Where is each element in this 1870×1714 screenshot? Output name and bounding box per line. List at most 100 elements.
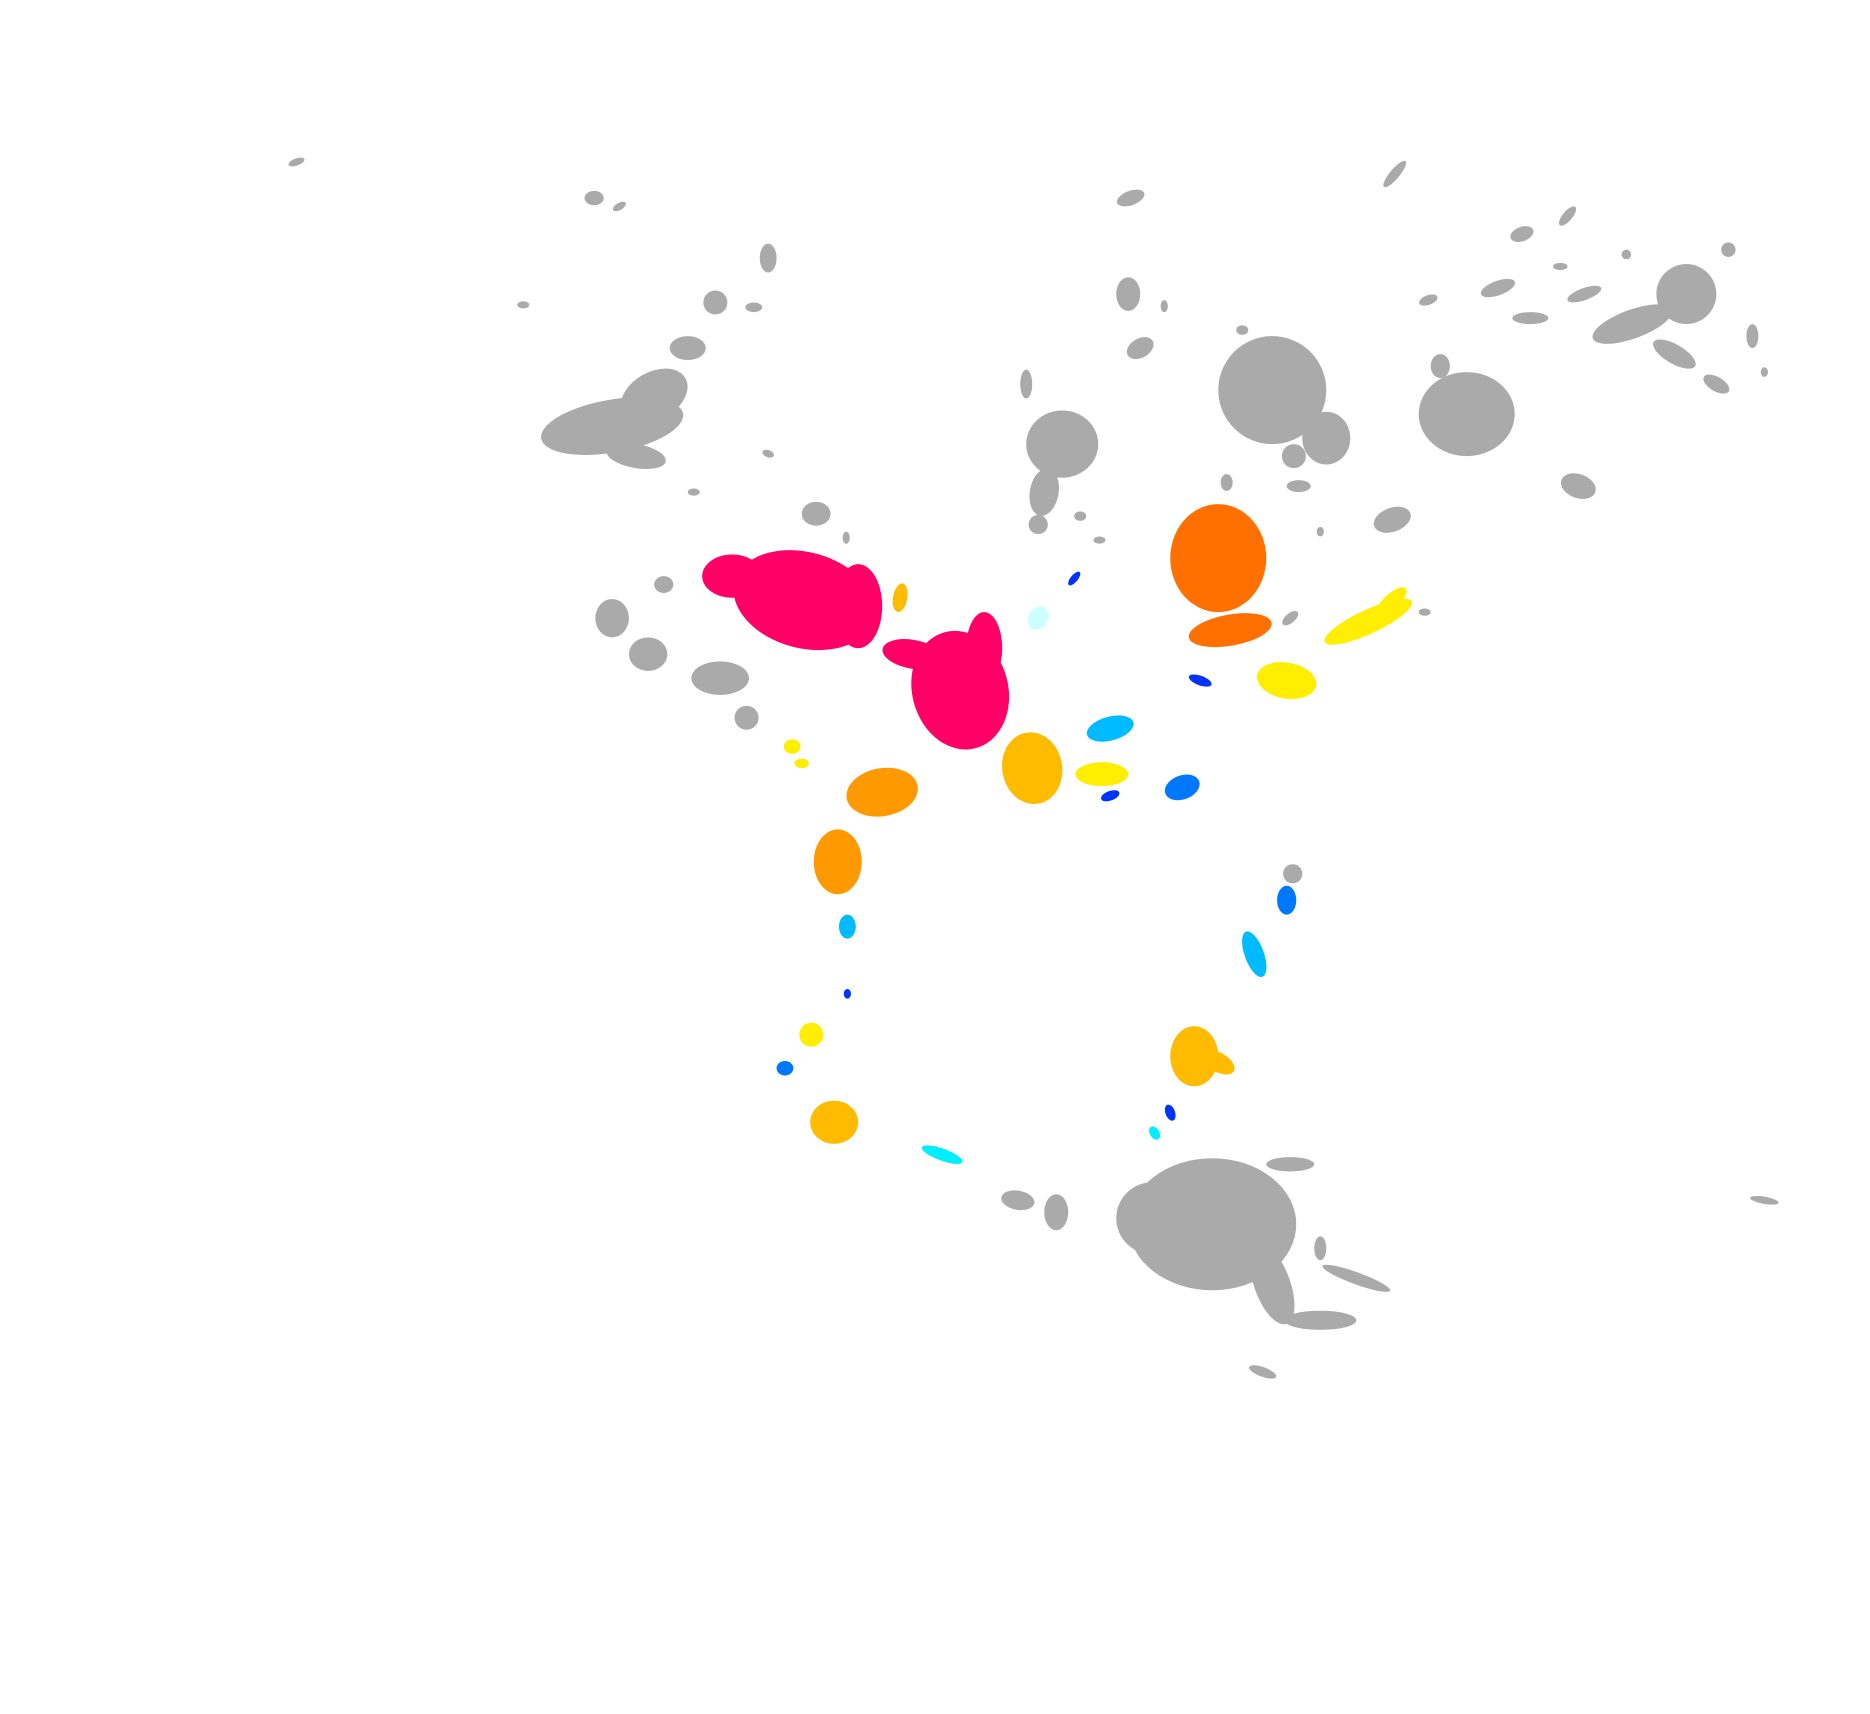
island-base <box>606 443 666 470</box>
island-base <box>1249 1365 1277 1379</box>
island-base <box>1001 1190 1035 1211</box>
island-base <box>1322 1264 1391 1292</box>
island-base <box>584 190 604 206</box>
island-base <box>745 302 763 313</box>
island-highlight-yellow <box>1377 587 1407 613</box>
island-base <box>1746 324 1759 349</box>
island-base <box>762 449 774 458</box>
island-base <box>691 661 749 695</box>
island-base <box>620 368 688 424</box>
island-highlight-orange <box>813 829 862 895</box>
island-highlight-cyan <box>921 1145 963 1164</box>
island-base <box>669 336 706 361</box>
island-highlight-blue <box>843 989 851 999</box>
island-base <box>595 598 629 638</box>
island-base <box>1430 354 1450 379</box>
island-base <box>1510 226 1534 242</box>
island-highlight-crimson <box>966 612 1003 685</box>
island-base <box>1721 242 1736 257</box>
island-highlight-azure <box>1277 885 1297 915</box>
island-base <box>1126 337 1154 360</box>
island-highlight-sky <box>1242 931 1267 978</box>
island-base <box>1560 473 1596 499</box>
island-base <box>1282 610 1299 626</box>
island-highlight-amber <box>1170 1026 1219 1087</box>
island-base <box>654 576 674 593</box>
island-base <box>1703 374 1730 394</box>
island-highlight-blue <box>1068 571 1081 586</box>
island-base <box>612 201 626 212</box>
island-base <box>1373 506 1411 533</box>
island-highlight-azure <box>776 1061 794 1076</box>
island-base <box>1236 325 1249 335</box>
island-highlight-blue <box>1164 1104 1176 1121</box>
island-base <box>801 501 831 526</box>
island-highlight-amber <box>1002 732 1063 805</box>
island-base <box>1218 336 1327 445</box>
island-base <box>1160 300 1168 313</box>
island-highlight-dark-orange <box>1170 504 1267 613</box>
island-base <box>1044 1194 1069 1231</box>
island-highlight-sky <box>838 914 856 939</box>
island-base <box>1074 511 1087 521</box>
island-base <box>1302 411 1351 465</box>
island-highlight-dark-orange <box>1188 613 1272 648</box>
island-base <box>687 488 700 496</box>
island-highlight-yellow <box>1256 662 1317 700</box>
island-base <box>703 290 728 315</box>
island-base <box>1286 480 1311 493</box>
island-highlight-blue <box>1188 674 1212 687</box>
island-base <box>1383 160 1407 188</box>
island-highlight-yellow <box>1075 762 1129 787</box>
island-base <box>1558 206 1577 226</box>
island-base <box>1283 864 1303 884</box>
island-base <box>1418 608 1431 616</box>
island-base <box>1567 285 1602 303</box>
island-base <box>1512 312 1549 325</box>
island-base <box>1480 278 1516 298</box>
island-highlight-blue <box>1101 790 1120 802</box>
island-base <box>1116 277 1141 311</box>
island-base <box>1653 339 1696 369</box>
island-base <box>842 531 850 544</box>
island-base <box>517 301 530 309</box>
island-base <box>1093 536 1106 544</box>
island-highlight-yellow <box>794 758 809 769</box>
island-base <box>1116 1182 1189 1255</box>
island-base <box>1020 369 1033 399</box>
island-base <box>1026 410 1099 478</box>
island-base <box>1621 249 1632 260</box>
island-highlight-yellow <box>783 739 801 754</box>
island-highlight-azure <box>1164 774 1200 801</box>
island-base <box>1284 1310 1357 1330</box>
island-base <box>288 157 305 167</box>
island-base <box>1281 444 1306 469</box>
island-base <box>1760 367 1768 377</box>
island-base <box>1419 294 1438 306</box>
island-base <box>1029 468 1060 516</box>
island-highlight-amber <box>810 1100 859 1144</box>
island-highlight-amber <box>892 583 908 612</box>
island-base <box>628 637 668 671</box>
island-highlight-sky <box>1086 715 1134 742</box>
island-base <box>1266 1157 1315 1172</box>
island-base <box>734 705 759 730</box>
island-highlight-amber <box>1201 1049 1235 1075</box>
island-base <box>1418 372 1515 457</box>
island-base <box>1028 514 1048 535</box>
island-highlight-cyan <box>1149 1126 1161 1140</box>
island-base <box>1750 1195 1779 1205</box>
island-base <box>1220 474 1233 491</box>
island-base <box>759 243 777 273</box>
island-base <box>1592 304 1673 344</box>
island-highlight-crimson <box>834 564 883 649</box>
island-base <box>1553 262 1568 271</box>
island-base <box>1116 189 1145 207</box>
island-highlight-crimson <box>882 639 942 670</box>
island-highlight-pale-cyan <box>1027 606 1049 630</box>
island-base <box>1314 1236 1327 1261</box>
island-base <box>1250 1244 1295 1325</box>
island-highlight-yellow <box>799 1022 824 1047</box>
